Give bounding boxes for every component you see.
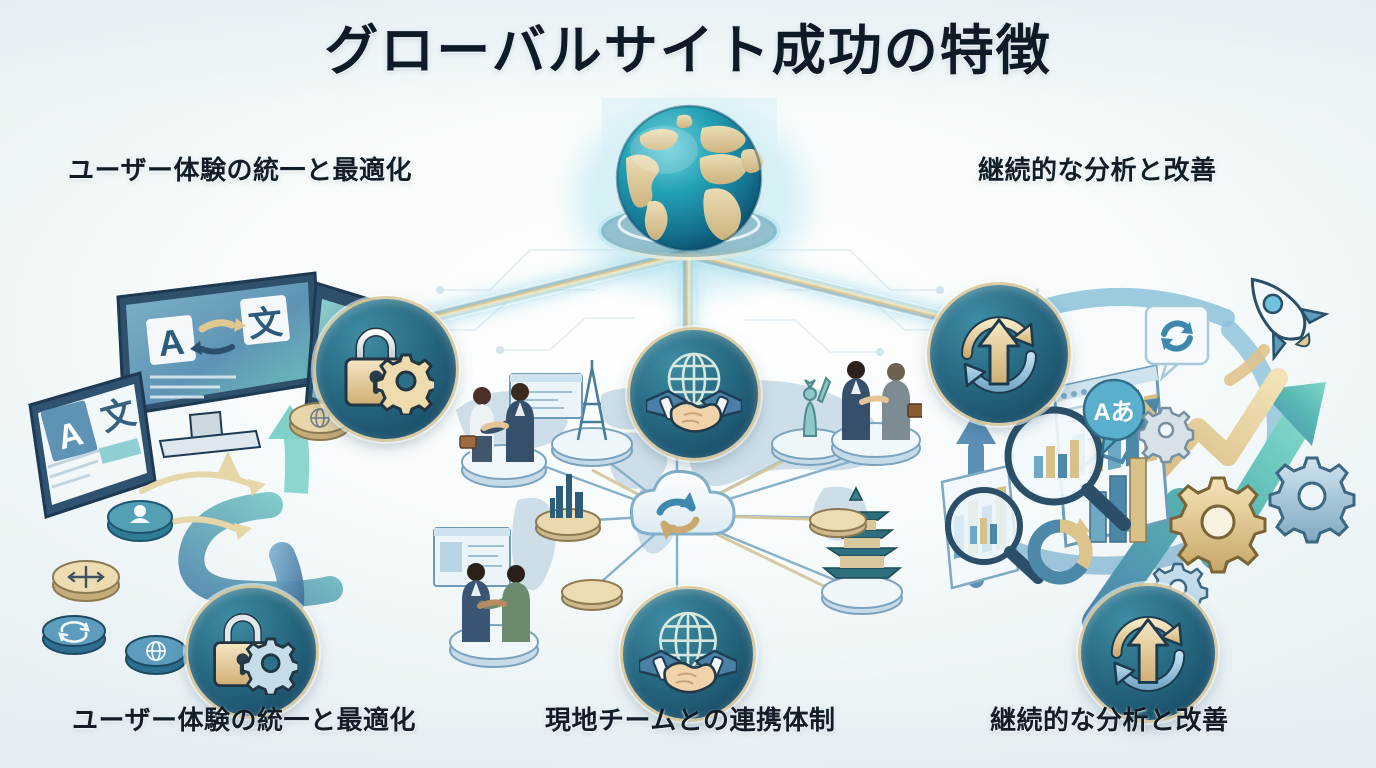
- landmark-skyline: [535, 474, 601, 542]
- disc-user-teal: [107, 500, 173, 542]
- device-monitor: A 文: [116, 271, 322, 459]
- person-5: [842, 361, 870, 440]
- svg-text:A: A: [156, 321, 186, 364]
- cloud-sync-icon: [629, 469, 736, 540]
- disc-lang-blue: [125, 635, 187, 675]
- team-group-north-east: [831, 361, 922, 466]
- node-refresh-arrow-bottom[interactable]: [1081, 586, 1215, 720]
- label-top-right: 継続的な分析と改善: [978, 155, 1217, 185]
- lock-gear-icon: [344, 327, 434, 415]
- globe-hub: [597, 98, 781, 261]
- team-group-south-america: [433, 527, 539, 668]
- team-group-north-america: [459, 373, 583, 488]
- lock-gear-icon: [213, 613, 298, 695]
- refresh-up-arrow-icon: [961, 316, 1037, 394]
- node-handshake-top[interactable]: [630, 330, 758, 458]
- language-bubble-icon: Aあ: [1082, 378, 1146, 458]
- disc-sync-blue: [42, 615, 106, 655]
- node-lock-gear-bottom[interactable]: [188, 588, 316, 716]
- analytics-improvement-scene: Aあ: [940, 277, 1356, 638]
- magnifier-small-icon: [945, 487, 1044, 584]
- svg-text:文: 文: [247, 303, 285, 344]
- node-lock-gear-top[interactable]: [316, 299, 456, 439]
- gear-grey-small-icon: [1137, 406, 1195, 464]
- platform-empty-gold-2: [809, 508, 867, 538]
- global-collaboration-scene: [433, 360, 922, 668]
- magnifier-large-icon: [1004, 406, 1131, 531]
- browser-window-2: [433, 527, 511, 587]
- label-bottom-center: 現地チームとの連携体制: [545, 705, 836, 735]
- handshake-globe-icon: [639, 611, 737, 694]
- platform-empty-gold-1: [561, 579, 623, 611]
- gear-gold-icon: [1169, 476, 1267, 574]
- gear-blue-large-icon: [1268, 456, 1356, 544]
- sync-badge-icon: [1144, 304, 1210, 382]
- label-bottom-right: 継続的な分析と改善: [990, 705, 1229, 735]
- node-handshake-bottom[interactable]: [623, 589, 753, 719]
- node-refresh-arrow-top[interactable]: [930, 285, 1068, 423]
- label-bottom-left: ユーザー体験の統一と最適化: [72, 705, 416, 735]
- handshake-globe-icon: [646, 352, 742, 433]
- label-top-left: ユーザー体験の統一と最適化: [68, 155, 412, 185]
- landmark-pagoda: [821, 486, 903, 615]
- disc-compass-gold: [52, 560, 120, 602]
- device-tablet: A 文: [28, 371, 157, 519]
- landmark-statue-of-liberty: [771, 376, 849, 466]
- landmark-eiffel-tower: [551, 360, 633, 467]
- donut-progress-icon: [1027, 518, 1093, 585]
- page-title: グローバルサイト成功の特徴: [324, 21, 1052, 81]
- person-6: [882, 363, 922, 440]
- refresh-up-arrow-icon: [1110, 616, 1186, 692]
- language-bubble-text: Aあ: [1093, 399, 1134, 426]
- rocket-icon: [1224, 277, 1330, 386]
- person-3: [462, 563, 490, 642]
